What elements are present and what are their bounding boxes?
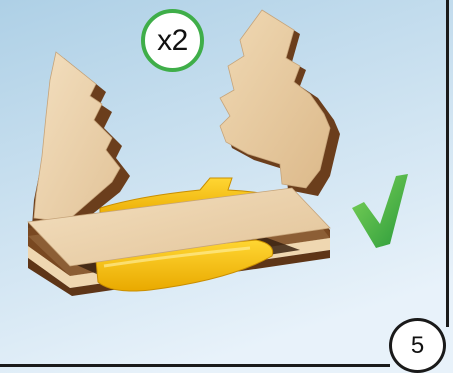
step-number-label: 5 [411, 334, 424, 358]
frame-right-border [446, 0, 449, 327]
frame-bottom-border [0, 364, 390, 367]
quantity-label: x2 [157, 26, 188, 56]
step-number-badge: 5 [389, 318, 446, 373]
quantity-badge: x2 [141, 9, 204, 72]
